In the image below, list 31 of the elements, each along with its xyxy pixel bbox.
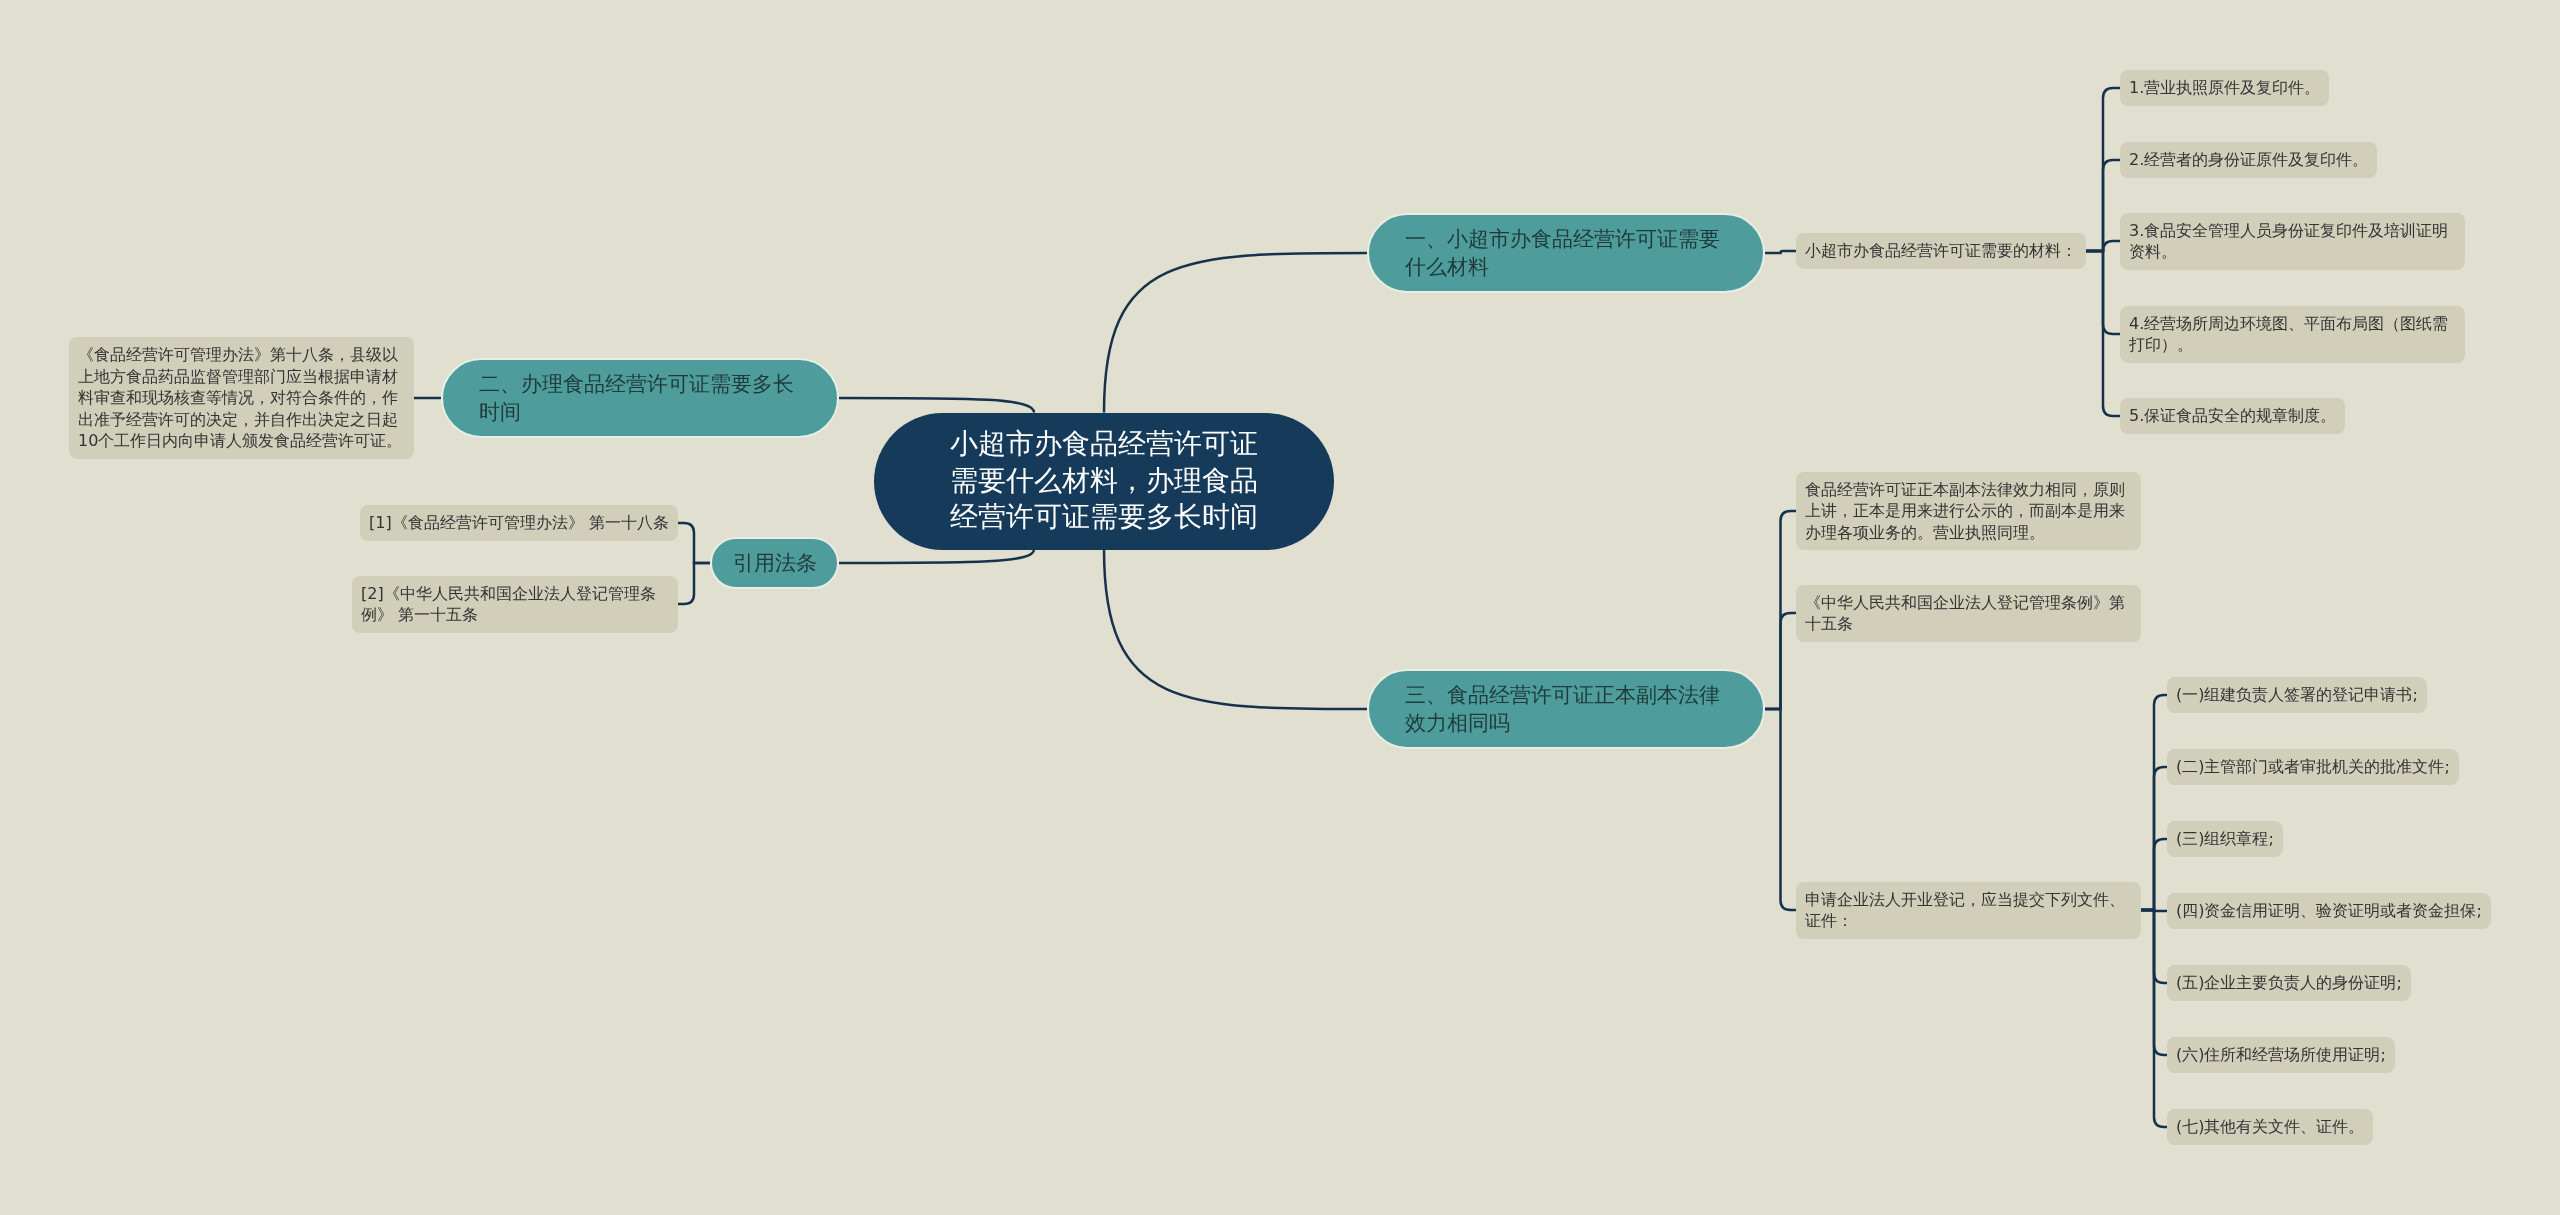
subtopic-card: 申请企业法人开业登记，应当提交下列文件、证件：: [1796, 881, 2141, 939]
connector-line: [678, 561, 710, 606]
connector-line: [1102, 251, 1367, 413]
subtopic-card: 3.食品安全管理人员身份证复印件及培训证明资料。: [2120, 212, 2465, 270]
subtopic-card: (一)组建负责人签署的登记申请书;: [2167, 677, 2427, 713]
subtopic-card: (四)资金信用证明、验资证明或者资金担保;: [2167, 893, 2491, 929]
connector-line: [1102, 549, 1367, 711]
subtopic-card: 5.保证食品安全的规章制度。: [2120, 398, 2346, 434]
subtopic-card: 4.经营场所周边环境图、平面布局图（图纸需打印）。: [2120, 305, 2465, 363]
connector-line: [414, 396, 441, 400]
subtopic-card: [1]《食品经营许可管理办法》 第一十八条: [360, 505, 678, 541]
branch-topic: 三、食品经营许可证正本副本法律效力相同吗: [1367, 668, 1765, 750]
subtopic-card: (二)主管部门或者审批机关的批准文件;: [2167, 749, 2459, 785]
subtopic-card: (六)住所和经营场所使用证明;: [2167, 1037, 2395, 1073]
central-topic: 小超市办食品经营许可证需要什么材料，办理食品经营许可证需要多长时间: [874, 412, 1334, 550]
subtopic-card: (三)组织章程;: [2167, 821, 2283, 857]
subtopic-card: 小超市办食品经营许可证需要的材料：: [1796, 233, 2086, 269]
branch-topic: 一、小超市办食品经营许可证需要什么材料: [1367, 212, 1765, 294]
subtopic-card: 食品经营许可证正本副本法律效力相同，原则上讲，正本是用来进行公示的，而副本是用来办理各项业务的。营业执照同理。: [1796, 471, 2141, 551]
subtopic-card: 《食品经营许可管理办法》第十八条，县级以上地方食品药品监督管理部门应当根据申请材料审查和现场核查等情况，对符合条件的，作出准予经营许可的决定，并自作出决定之日起10个工作日内向申请人颁发食品经营许可证。: [69, 337, 414, 459]
connector-line: [839, 396, 1036, 413]
subtopic-card: [2]《中华人民共和国企业法人登记管理条例》 第一十五条: [352, 575, 678, 633]
connector-line: [1765, 249, 1796, 255]
branch-topic: 引用法条: [710, 537, 839, 590]
connector-line: [839, 549, 1036, 565]
subtopic-card: (七)其他有关文件、证件。: [2167, 1109, 2374, 1145]
subtopic-card: 1.营业执照原件及复印件。: [2120, 70, 2330, 106]
subtopic-card: 《中华人民共和国企业法人登记管理条例》第十五条: [1796, 584, 2141, 642]
subtopic-card: 2.经营者的身份证原件及复印件。: [2120, 142, 2378, 178]
subtopic-card: (五)企业主要负责人的身份证明;: [2167, 965, 2411, 1001]
branch-topic: 二、办理食品经营许可证需要多长时间: [441, 357, 839, 439]
